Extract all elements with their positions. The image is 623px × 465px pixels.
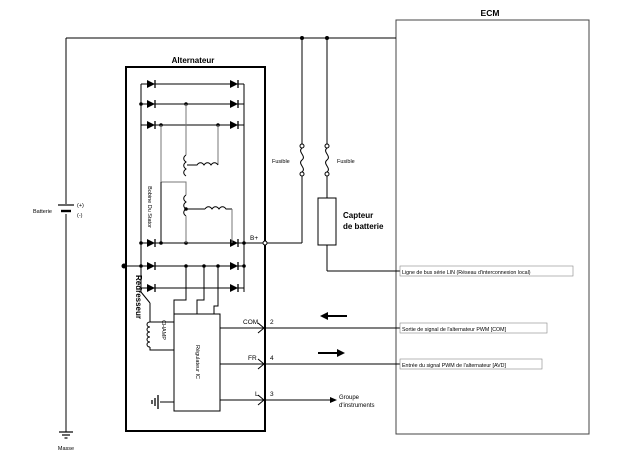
diode	[146, 238, 156, 248]
ground-symbol: Masse	[58, 431, 74, 452]
regulator-label: Régulateur IC	[194, 345, 200, 379]
diode	[229, 238, 239, 248]
terminal-com: COM	[243, 319, 258, 326]
power-wiring	[65, 36, 400, 432]
cluster-line2: d'instruments	[339, 403, 375, 409]
ground-label: Masse	[58, 446, 74, 452]
diode	[229, 99, 239, 109]
sensor-line1: Capteur	[343, 211, 373, 220]
arrow-right-icon	[318, 349, 345, 357]
diode	[146, 283, 156, 293]
pwm-avd-label: Entrée du signal PWM de l'alternateur [A…	[402, 363, 506, 369]
diode	[146, 261, 156, 271]
stator-label: Bobine Du Stator	[146, 186, 152, 228]
pwm-com-label: Sortie de signal de l'alternateur PWM [C…	[402, 327, 507, 333]
alternator-title: Alternateur	[172, 56, 215, 65]
cluster-line1: Groupe	[339, 395, 360, 401]
internal-ground	[151, 395, 174, 409]
field-coil: CHAMP	[140, 291, 174, 351]
battery-sensor: Capteur de batterie	[317, 197, 384, 246]
diode	[229, 283, 239, 293]
fuse-2-label: Fusible	[337, 159, 355, 165]
regulator-ic: Régulateur IC	[173, 313, 221, 412]
terminal-fr: FR	[248, 355, 257, 362]
rectifier-bridge: Redresseur	[121, 79, 265, 319]
terminal-l: L	[255, 391, 259, 398]
fuse-2: Fusible	[324, 143, 355, 177]
ecm-box: ECM	[395, 8, 590, 435]
ecm-signal-pwm-avd: Entrée du signal PWM de l'alternateur [A…	[399, 358, 543, 370]
battery-plus: (+)	[77, 203, 84, 209]
diode	[146, 99, 156, 109]
diode	[229, 261, 239, 271]
pin-l: 3	[270, 391, 274, 398]
arrow-left-icon	[320, 312, 347, 320]
signal-arrows	[318, 312, 347, 357]
ecm-title: ECM	[481, 8, 500, 18]
terminal-lines: B+ COM FR L 2 4 3	[220, 235, 400, 406]
battery-symbol: Batterie (+) (-)	[33, 203, 84, 219]
rectifier-label: Redresseur	[134, 275, 143, 319]
diode	[229, 120, 239, 130]
ecm-signal-lin: Ligne de bus série LIN (Réseau d'interco…	[399, 265, 574, 277]
field-label: CHAMP	[160, 320, 166, 340]
diode	[146, 79, 156, 89]
pin-fr: 4	[270, 355, 274, 362]
fuse-1: Fusible	[272, 143, 305, 177]
terminal-bplus: B+	[250, 235, 258, 242]
fuse-1-label: Fusible	[272, 159, 290, 165]
battery-minus: (-)	[77, 213, 83, 219]
bridge-to-regulator	[173, 266, 219, 314]
battery-label: Batterie	[33, 209, 52, 215]
ecm-signal-pwm-com: Sortie de signal de l'alternateur PWM [C…	[399, 322, 548, 334]
diode	[146, 120, 156, 130]
stator-windings: Bobine Du Stator	[146, 104, 233, 243]
diode	[229, 79, 239, 89]
alternator-box: Alternateur	[125, 56, 266, 432]
lin-label: Ligne de bus série LIN (Réseau d'interco…	[402, 270, 531, 276]
pin-com: 2	[270, 319, 274, 326]
sensor-line2: de batterie	[343, 222, 384, 231]
